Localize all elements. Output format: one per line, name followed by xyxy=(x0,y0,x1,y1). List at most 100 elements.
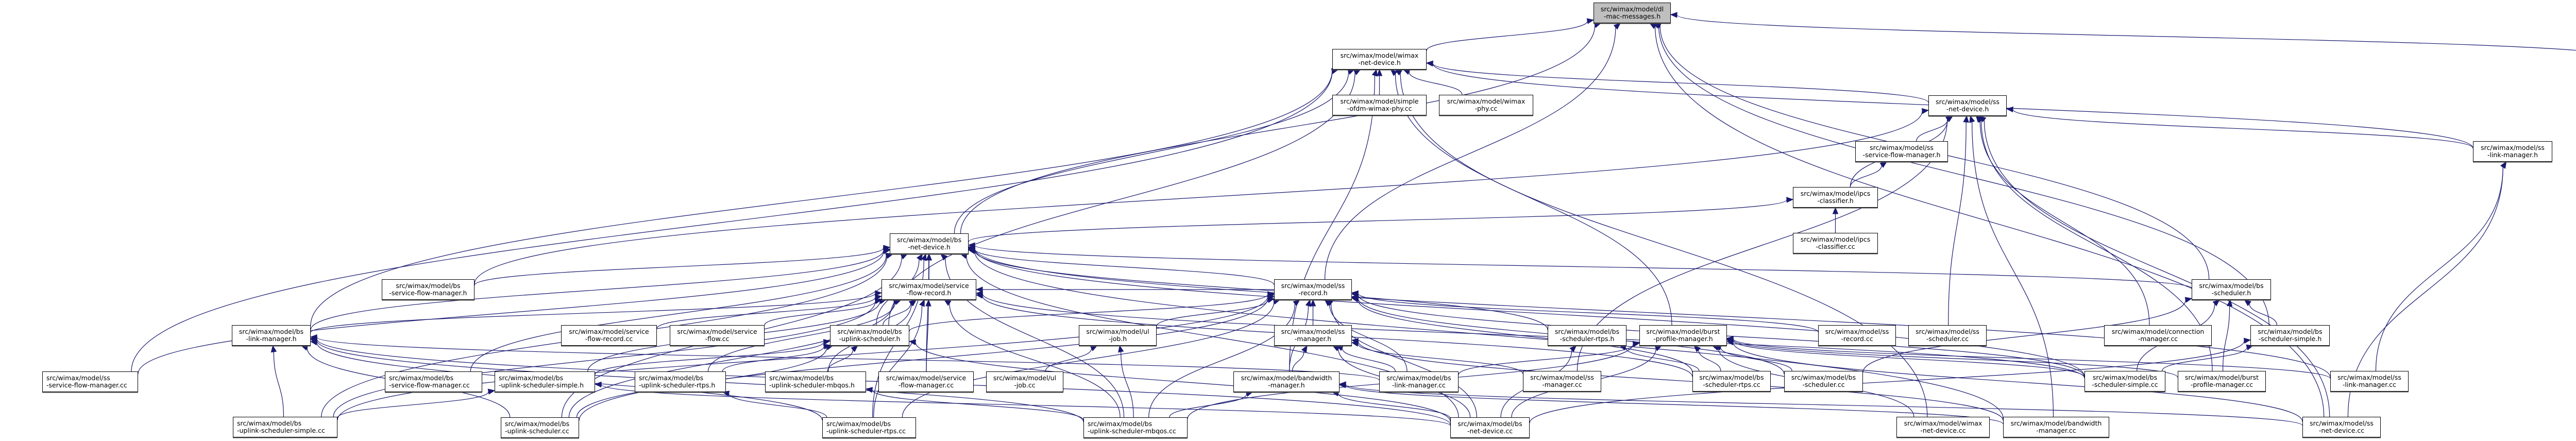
node-ss-net-device-h[interactable]: src/wimax/model/ss-net-device.h xyxy=(1928,95,2007,116)
node-bs-link-manager-h[interactable]: src/wimax/model/bs-link-manager.h xyxy=(232,325,311,346)
arrowhead-icon xyxy=(1921,108,1929,114)
node-ul-job-h[interactable]: src/wimax/model/ul-job.h xyxy=(1079,325,1157,346)
node-ss-service-flow-manager-cc[interactable]: src/wimax/model/ss-service-flow-manager.… xyxy=(42,371,138,392)
node-bs-service-flow-manager-h[interactable]: src/wimax/model/bs-service-flow-manager.… xyxy=(382,279,474,300)
edge-bs-uplink-scheduler-cc-to-service-flow-record-h xyxy=(568,302,894,418)
edge-bandwidth-manager-cc-to-bs-net-device-h xyxy=(974,251,2004,419)
arrowhead-icon xyxy=(1786,197,1794,203)
node-label-path: src/wimax/model/ul xyxy=(993,374,1057,382)
node-bs-scheduler-simple-h[interactable]: src/wimax/model/bs-scheduler-simple.h xyxy=(2250,325,2330,346)
node-bs-net-device-h[interactable]: src/wimax/model/bs-net-device.h xyxy=(890,233,969,254)
arrowhead-icon xyxy=(1569,345,1577,352)
node-bs-uplink-scheduler-rtps-h[interactable]: src/wimax/model/bs-uplink-scheduler-rtps… xyxy=(635,371,726,392)
node-label-name: -flow-record.cc xyxy=(585,335,633,343)
arrowhead-icon xyxy=(1273,299,1281,305)
edge-bandwidth-manager-cc-to-ss-net-device-h xyxy=(1972,122,2054,417)
node-ss-manager-cc[interactable]: src/wimax/model/ss-manager.cc xyxy=(1523,371,1601,392)
node-label-name: -net-device.cc xyxy=(1920,427,1966,434)
node-bandwidth-manager-cc[interactable]: src/wimax/model/bandwidth-manager.cc xyxy=(2003,417,2109,437)
node-ss-link-manager-cc[interactable]: src/wimax/model/ss-link-manager.cc xyxy=(2330,371,2409,392)
node-service-flow-cc[interactable]: src/wimax/model/service-flow.cc xyxy=(670,325,765,346)
edge-connection-manager-cc-to-ss-net-device-h xyxy=(1979,121,2150,326)
node-label-path: src/wimax/model/connection xyxy=(2111,328,2205,335)
node-label-path: src/wimax/model/bandwidth xyxy=(2010,419,2102,427)
edge-ul-job-h-to-ss-record-h xyxy=(1156,300,1268,327)
node-bs-link-manager-cc[interactable]: src/wimax/model/bs-link-manager.cc xyxy=(1379,371,1459,392)
edge-bs-scheduler-rtps-h-to-bs-net-device-h xyxy=(974,250,1548,330)
node-bs-uplink-scheduler-simple-h[interactable]: src/wimax/model/bs-uplink-scheduler-simp… xyxy=(495,371,595,392)
node-label-path: src/wimax/model/ipcs xyxy=(1800,235,1871,243)
arrowhead-icon xyxy=(1245,391,1253,397)
node-ss-manager-h[interactable]: src/wimax/model/ss-manager.h xyxy=(1274,325,1352,346)
arrowhead-icon xyxy=(1353,69,1361,76)
node-bs-scheduler-rtps-h[interactable]: src/wimax/model/bs-scheduler-rtps.h xyxy=(1548,325,1626,346)
node-service-flow-record-cc[interactable]: src/wimax/model/service-flow-record.cc xyxy=(561,325,657,346)
node-bs-scheduler-cc[interactable]: src/wimax/model/bs-scheduler.cc xyxy=(1784,371,1863,392)
edge-ss-link-manager-cc-to-burst-profile-manager-h xyxy=(1733,338,2331,379)
node-simple-ofdm-wimax-phy-cc[interactable]: src/wimax/model/simple-ofdm-wimax-phy.cc xyxy=(1332,95,1427,115)
node-service-flow-record-h[interactable]: src/wimax/model/service-flow-record.h xyxy=(882,279,976,300)
node-ss-net-device-cc[interactable]: src/wimax/model/ss-net-device.cc xyxy=(2302,417,2381,437)
node-label-name: -manager.h xyxy=(1268,381,1305,389)
edge-bs-net-device-cc-to-bs-uplink-scheduler-h xyxy=(915,342,1451,422)
edge-ss-manager-cc-to-ss-manager-h xyxy=(1358,343,1523,375)
node-label-path: src/wimax/model/burst xyxy=(1646,328,1720,335)
node-wimax-phy-cc[interactable]: src/wimax/model/wimax-phy.cc xyxy=(1439,95,1533,115)
node-label-path: src/wimax/model/dl xyxy=(1600,5,1664,13)
node-bs-uplink-scheduler-mbqos-cc[interactable]: src/wimax/model/bs-uplink-scheduler-mbqo… xyxy=(1083,417,1188,438)
edge-ipcs-classifier-h-to-ss-service-flow-manager-h xyxy=(1850,165,1882,188)
node-bs-service-flow-manager-cc[interactable]: src/wimax/model/bs-service-flow-manager.… xyxy=(385,371,482,392)
node-label-name: -record.cc xyxy=(1841,335,1873,343)
arrowhead-icon xyxy=(2006,106,2013,113)
node-ul-job-cc[interactable]: src/wimax/model/ul-job.cc xyxy=(986,371,1063,392)
arrowhead-icon xyxy=(2212,299,2220,307)
node-label-path: src/wimax/model/bs xyxy=(237,419,302,427)
arrowhead-icon xyxy=(1371,69,1378,77)
node-ss-link-manager-h[interactable]: src/wimax/model/ss-link-manager.h xyxy=(2473,141,2552,162)
node-label-path: src/wimax/model/bs xyxy=(2199,282,2264,290)
edge-wimax-phy-cc-to-wimax-net-device-h xyxy=(1409,72,1463,95)
node-ipcs-classifier-cc[interactable]: src/wimax/model/ipcs-classifier.cc xyxy=(1793,233,1878,253)
node-bs-scheduler-rtps-cc[interactable]: src/wimax/model/bs-scheduler-rtps.cc xyxy=(1692,371,1771,392)
node-bs-scheduler-simple-cc[interactable]: src/wimax/model/bs-scheduler-simple.cc xyxy=(2084,371,2165,392)
arrowhead-icon xyxy=(921,253,927,261)
node-ipcs-classifier-h[interactable]: src/wimax/model/ipcs-classifier.h xyxy=(1793,187,1878,208)
arrowhead-icon xyxy=(926,253,932,261)
arrowhead-icon xyxy=(875,290,883,297)
arrowhead-icon xyxy=(270,345,277,353)
arrowhead-icon xyxy=(1118,345,1124,353)
node-burst-profile-manager-cc[interactable]: src/wimax/model/burst-profile-manager.cc xyxy=(2178,371,2266,392)
node-wimax-net-device-h[interactable]: src/wimax/model/wimax-net-device.h xyxy=(1332,49,1427,70)
arrowhead-icon xyxy=(1402,69,1411,75)
arrowhead-icon xyxy=(1338,381,1346,387)
node-label-name: -service-flow-manager.h xyxy=(1862,151,1941,159)
edge-bandwidth-manager-cc-to-bandwidth-manager-h xyxy=(1345,385,2004,425)
node-bs-scheduler-h[interactable]: src/wimax/model/bs-scheduler.h xyxy=(2192,279,2271,300)
node-bs-uplink-scheduler-simple-cc[interactable]: src/wimax/model/bs-uplink-scheduler-simp… xyxy=(233,417,337,437)
edge-bs-link-manager-h-to-service-flow-record-h xyxy=(310,293,876,333)
edge-ss-record-cc-to-ss-record-h xyxy=(1358,293,1819,332)
node-bandwidth-manager-h[interactable]: src/wimax/model/bandwidth-manager.h xyxy=(1233,371,1340,392)
arrowhead-icon xyxy=(1613,23,1621,30)
node-bs-uplink-scheduler-rtps-cc[interactable]: src/wimax/model/bs-uplink-scheduler-rtps… xyxy=(822,417,916,438)
node-ss-service-flow-manager-h[interactable]: src/wimax/model/ss-service-flow-manager.… xyxy=(1855,141,1948,162)
node-label-name: -service-flow-manager.cc xyxy=(46,381,127,389)
arrowhead-icon xyxy=(865,387,873,393)
node-ss-scheduler-cc[interactable]: src/wimax/model/ss-scheduler.cc xyxy=(1908,325,1987,346)
node-burst-profile-manager-h[interactable]: src/wimax/model/burst-profile-manager.h xyxy=(1639,325,1727,346)
node-bs-uplink-scheduler-h[interactable]: src/wimax/model/bs-uplink-scheduler.h xyxy=(830,325,909,346)
node-connection-manager-cc[interactable]: src/wimax/model/connection-manager.cc xyxy=(2104,325,2212,346)
node-bs-uplink-scheduler-cc[interactable]: src/wimax/model/bs-uplink-scheduler.cc xyxy=(501,417,579,438)
node-bs-uplink-scheduler-mbqos-h[interactable]: src/wimax/model/bs-uplink-scheduler-mbqo… xyxy=(765,371,866,392)
node-wimax-net-device-cc[interactable]: src/wimax/model/wimax-net-device.cc xyxy=(1896,417,1990,437)
node-label-name: -scheduler.cc xyxy=(1802,381,1845,388)
node-label-name: -scheduler.h xyxy=(2211,289,2251,297)
node-service-flow-manager-cc[interactable]: src/wimax/model/service-flow-manager.cc xyxy=(878,371,974,392)
node-label-path: src/wimax/model/bs xyxy=(1088,420,1153,428)
node-label-name: -job.cc xyxy=(1014,381,1036,389)
node-ss-record-h[interactable]: src/wimax/model/ss-record.h xyxy=(1274,279,1352,300)
edge-bs-service-flow-manager-cc-to-bs-net-device-h xyxy=(470,256,887,372)
node-ss-record-cc[interactable]: src/wimax/model/ss-record.cc xyxy=(1818,325,1896,346)
node-bs-net-device-cc[interactable]: src/wimax/model/bs-net-device.cc xyxy=(1450,417,1530,438)
arrowhead-icon xyxy=(1945,115,1953,122)
